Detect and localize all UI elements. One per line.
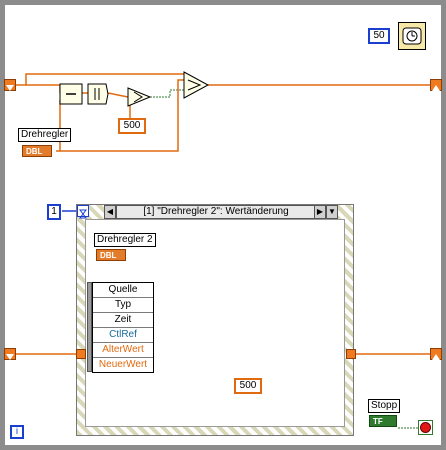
event-data-node[interactable]: Quelle Typ Zeit CtlRef AlterWert NeuerWe… [92,282,154,373]
event-data-time[interactable]: Zeit [93,313,153,328]
comparison-constant-top[interactable]: 500 [118,118,146,134]
timeout-constant[interactable]: 1 [47,204,61,220]
loop-condition-terminal[interactable] [418,420,433,435]
up-arrow-icon [432,354,440,360]
shift-register-right-top[interactable] [430,79,442,91]
iteration-terminal[interactable]: i [10,425,24,439]
dial-2-label: Drehregler 2 [94,233,156,247]
wait-constant[interactable]: 50 [368,28,390,44]
stop-sign-icon [420,422,431,433]
hourglass-icon [79,209,87,219]
event-data-source[interactable]: Quelle [93,283,153,298]
clock-icon [402,27,422,45]
dbl-type-label: DBL [100,251,117,260]
dial-label: Drehregler [18,128,72,142]
event-data-new-value[interactable]: NeuerWert [98,359,148,370]
down-arrow-icon [6,85,14,91]
greater-than-icon [127,87,152,107]
dbl-type-label: DBL [26,147,43,156]
input-tunnel[interactable] [76,349,86,359]
event-data-node-handle[interactable] [87,282,92,372]
absolute-value-icon [87,83,109,105]
dial-2-terminal[interactable]: DBL [96,249,126,261]
dial-terminal[interactable]: DBL [22,145,52,157]
stop-label: Stopp [368,399,401,413]
subtract-icon [59,83,83,105]
down-arrow-icon [6,354,14,360]
stop-terminal[interactable]: TF [369,415,397,427]
shift-register-left-bottom[interactable] [4,348,16,360]
shift-register-right-bottom[interactable] [430,348,442,360]
up-arrow-icon [432,85,440,91]
case-dropdown-button[interactable]: ▼ [326,205,338,219]
wire-top-into-subtract [26,84,61,93]
wait-ms-icon[interactable] [398,22,426,50]
event-case-selector[interactable]: [1] "Drehregler 2": Wertänderung [116,205,316,219]
next-case-button[interactable]: ▶ [314,205,326,219]
wire-abs-to-gt [107,92,129,98]
event-data-old-value[interactable]: AlterWert [93,343,153,358]
wire-dial-to-subtract [56,100,61,152]
wire-gt-to-select [150,89,184,98]
select-icon [183,71,210,99]
shift-register-left-top[interactable] [4,79,16,91]
event-data-ctlref[interactable]: CtlRef [93,328,153,343]
timeout-terminal[interactable] [77,205,89,219]
tf-type-label: TF [373,417,383,426]
prev-case-button[interactable]: ◀ [104,205,116,219]
comparison-constant-inner[interactable]: 500 [234,378,262,394]
wire-dial-to-select [60,79,184,152]
wire-top-left-to-right [14,73,184,86]
event-data-type[interactable]: Typ [93,298,153,313]
output-tunnel[interactable] [346,349,356,359]
